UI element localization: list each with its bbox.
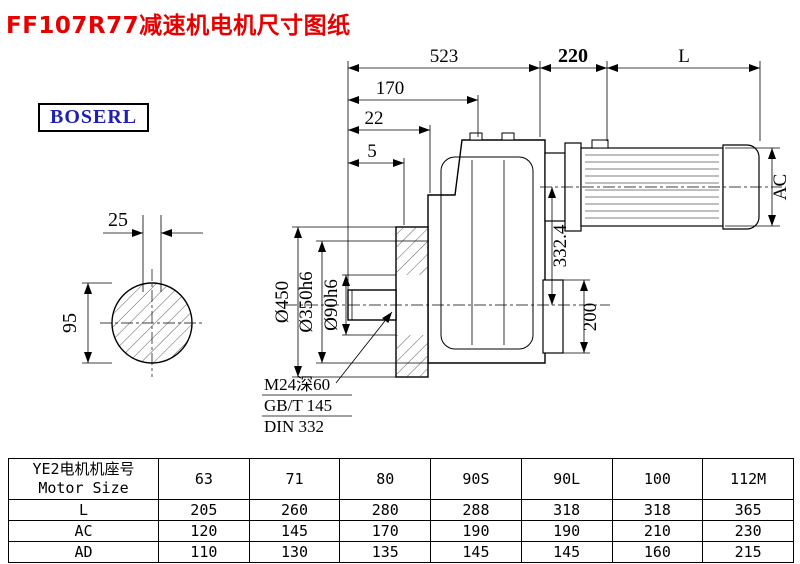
table-cell: 145 xyxy=(248,520,341,542)
table-cell: 170 xyxy=(339,520,432,542)
table-cell: 120 xyxy=(158,520,250,542)
header-line-cn: YE2电机机座号 xyxy=(32,460,135,478)
table-cell: 160 xyxy=(611,541,704,563)
dim-motor-diameter: AC xyxy=(770,174,791,200)
row-label: L xyxy=(8,499,159,521)
col-header: 90L xyxy=(520,458,613,500)
row-label: AC xyxy=(8,520,159,542)
table-cell: 365 xyxy=(702,499,794,521)
table-cell: 135 xyxy=(339,541,432,563)
dim-motor-length: L xyxy=(678,46,690,67)
table-cell: 205 xyxy=(158,499,250,521)
dim-adapter-length: 220 xyxy=(558,45,588,67)
note-gb-standard: GB/T 145 xyxy=(264,396,332,415)
table-cell: 190 xyxy=(430,520,522,542)
thread-notes: M24深60 GB/T 145 DIN 332 xyxy=(262,311,393,436)
note-thread: M24深60 xyxy=(264,375,330,394)
dim-170: 170 xyxy=(376,78,405,99)
dim-keyway-width: 25 xyxy=(108,209,128,231)
dim-total-width: 523 xyxy=(430,46,459,67)
table-cell: 288 xyxy=(430,499,522,521)
col-header: 100 xyxy=(611,458,704,500)
col-header: 90S xyxy=(430,458,522,500)
dim-axis-distance: 332.4 xyxy=(550,224,571,267)
table-cell: 280 xyxy=(339,499,432,521)
motor-size-table: YE2电机机座号 Motor Size 63 71 80 90S 90L 100… xyxy=(8,458,794,563)
dim-22: 22 xyxy=(365,108,384,129)
table-cell: 215 xyxy=(702,541,794,563)
table-cell: 110 xyxy=(158,541,250,563)
dim-shaft-height: 95 xyxy=(59,313,81,333)
dim-flange-od: Ø450 xyxy=(272,281,293,323)
page-title: FF107R77减速机电机尺寸图纸 xyxy=(6,13,351,39)
table-header-row: YE2电机机座号 Motor Size 63 71 80 90S 90L 100… xyxy=(8,458,794,500)
table-cell: 230 xyxy=(702,520,794,542)
motor-body xyxy=(540,139,782,232)
table-cell: 210 xyxy=(611,520,704,542)
technical-drawing: 25 95 xyxy=(59,45,791,436)
dim-200: 200 xyxy=(580,303,601,332)
table-row-AD: AD 110 130 135 145 145 160 215 xyxy=(8,541,794,563)
side-dimensions: AC 332.4 200 Ø450 Ø350h6 Ø90h6 xyxy=(272,147,791,378)
bottom-boss xyxy=(542,279,564,354)
table-cell: 318 xyxy=(520,499,613,521)
dim-5: 5 xyxy=(367,141,377,162)
cooling-fins xyxy=(585,154,719,219)
row-label: AD xyxy=(8,541,159,563)
col-header: 80 xyxy=(339,458,432,500)
note-din-standard: DIN 332 xyxy=(264,417,324,436)
header-line-en: Motor Size xyxy=(38,479,129,497)
shaft-end-view: 25 95 xyxy=(59,209,205,377)
col-header-motor-size: YE2电机机座号 Motor Size xyxy=(8,458,159,500)
dim-spigot-diameter: Ø350h6 xyxy=(296,271,317,332)
top-dimensions: 523 220 L 170 22 5 xyxy=(347,45,761,291)
table-cell: 318 xyxy=(611,499,704,521)
table-cell: 145 xyxy=(430,541,522,563)
dim-bore-diameter: Ø90h6 xyxy=(321,279,342,331)
col-header: 63 xyxy=(158,458,250,500)
table-row-AC: AC 120 145 170 190 190 210 230 xyxy=(8,520,794,542)
table-cell: 190 xyxy=(520,520,613,542)
table-row-L: L 205 260 280 288 318 318 365 xyxy=(8,499,794,521)
gearbox-housing xyxy=(285,132,610,378)
table-cell: 260 xyxy=(248,499,341,521)
table-cell: 145 xyxy=(520,541,613,563)
housing-outline xyxy=(427,139,546,364)
col-header: 71 xyxy=(248,458,341,500)
table-cell: 130 xyxy=(248,541,341,563)
col-header: 112M xyxy=(702,458,794,500)
brand-logo: BOSERL xyxy=(38,103,150,132)
